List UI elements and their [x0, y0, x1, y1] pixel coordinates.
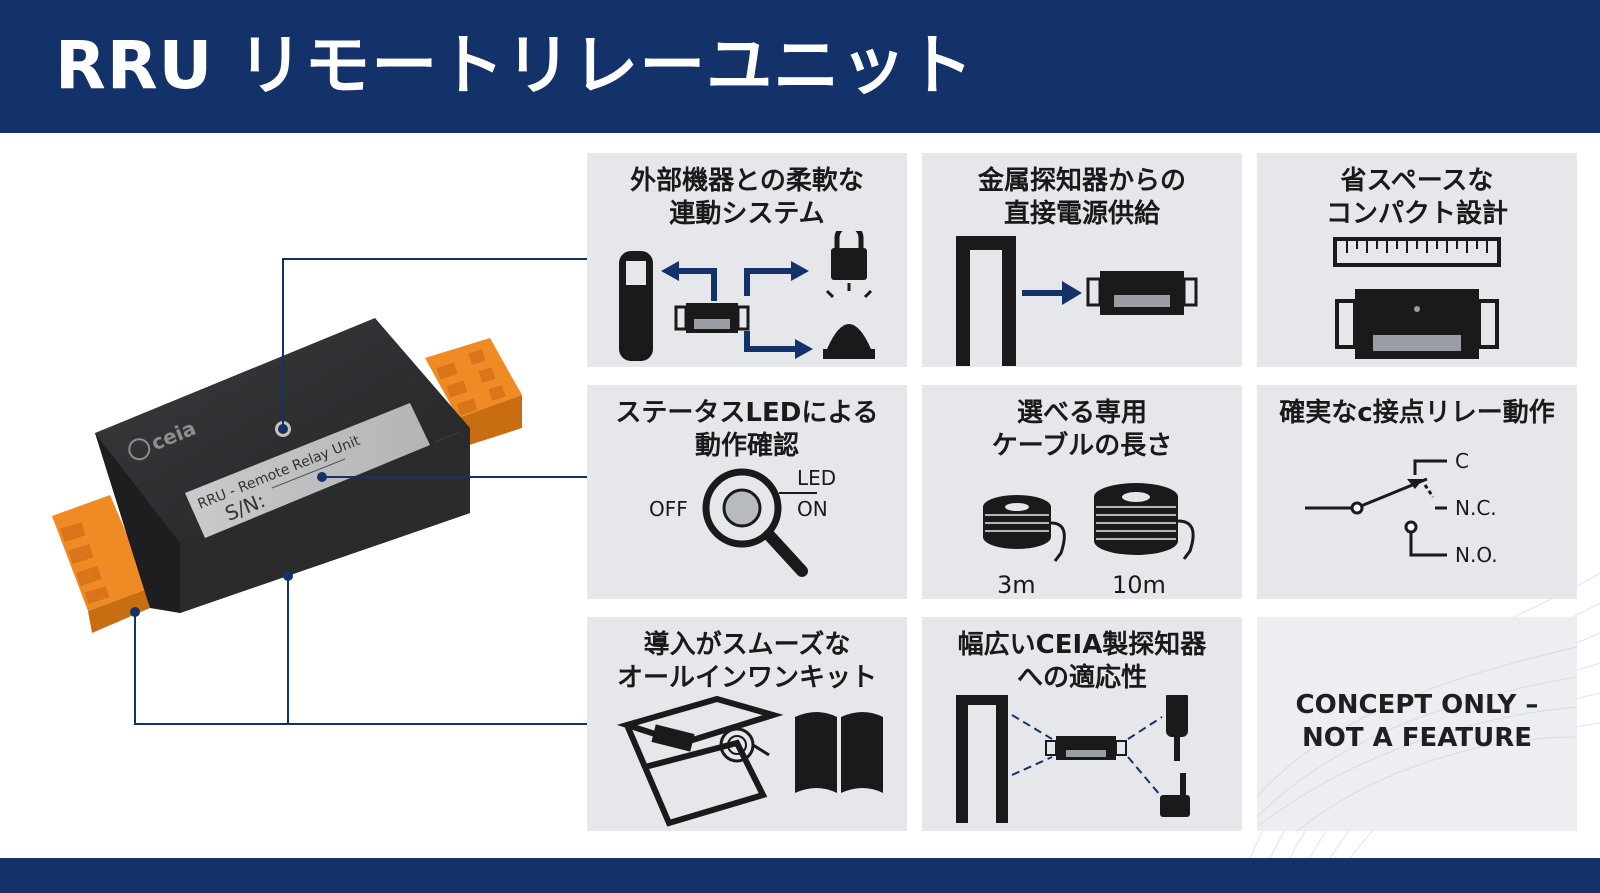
panel-status-led: ステータスLEDによる動作確認 LED OFF ON [587, 385, 907, 599]
relay-contact-icon: C N.C. N.O. [1305, 449, 1498, 567]
page-title: RRU リモートリレーユニット [55, 27, 975, 104]
magnifier-led-icon: LED OFF ON [649, 466, 836, 577]
concept-only-text: CONCEPT ONLY –NOT A FEATURE [1295, 690, 1539, 753]
panel-title: 金属探知器からの直接電源供給 [977, 166, 1186, 229]
panel-compact-design: 省スペースなコンパクト設計 [1257, 153, 1577, 367]
linkage-system-icon [619, 231, 875, 361]
panel-title: ステータスLEDによる動作確認 [615, 398, 879, 461]
left-terminal-connector [52, 495, 150, 633]
header-bar: RRU リモートリレーユニット [0, 0, 1600, 133]
off-label: OFF [649, 497, 688, 521]
panel-cable-length: 選べる専用ケーブルの長さ 3m 10m [922, 385, 1242, 599]
long-cable-label: 10m [1112, 571, 1166, 599]
detector-compatibility-icon [956, 695, 1190, 823]
panel-title: 確実なc接点リレー動作 [1279, 398, 1555, 428]
panel-detector-compatibility: 幅広いCEIA製探知器への適応性 [922, 617, 1242, 831]
short-cable-reel [983, 495, 1066, 562]
long-cable-reel [1094, 483, 1195, 560]
relay-unit-device: ceia RRU - Remote Relay Unit S/N: [52, 318, 522, 633]
compact-ruler-icon [1333, 237, 1501, 359]
panel-direct-power: 金属探知器からの直接電源供給 [922, 153, 1242, 367]
panel-title: 外部機器との柔軟な連動システム [630, 166, 864, 229]
panel-all-in-one-kit: 導入がスムーズなオールインワンキット [587, 617, 907, 831]
panel-title: 省スペースなコンパクト設計 [1325, 166, 1508, 229]
short-cable-label: 3m [997, 571, 1036, 599]
panel-title: 選べる専用ケーブルの長さ [991, 398, 1173, 461]
panel-title: 幅広いCEIA製探知器への適応性 [957, 630, 1207, 693]
relay-nc-label: N.C. [1455, 496, 1497, 520]
footer-bar [0, 858, 1600, 893]
led-label: LED [797, 466, 836, 490]
relay-no-label: N.O. [1455, 543, 1498, 567]
panel-title: 導入がスムーズなオールインワンキット [616, 630, 877, 693]
relay-c-label: C [1455, 449, 1469, 473]
on-label: ON [797, 497, 828, 521]
concept-swirl [1257, 646, 1577, 831]
direct-power-icon [956, 236, 1198, 366]
panel-linkage-system: 外部機器との柔軟な連動システム [587, 153, 907, 367]
cable-reel-icon: 3m 10m [983, 483, 1195, 599]
all-in-one-kit-icon [616, 695, 883, 827]
panel-relay-contact: 確実なc接点リレー動作 C N.C. N.O. [1257, 385, 1577, 599]
panel-concept-placeholder: CONCEPT ONLY –NOT A FEATURE [1257, 617, 1577, 831]
